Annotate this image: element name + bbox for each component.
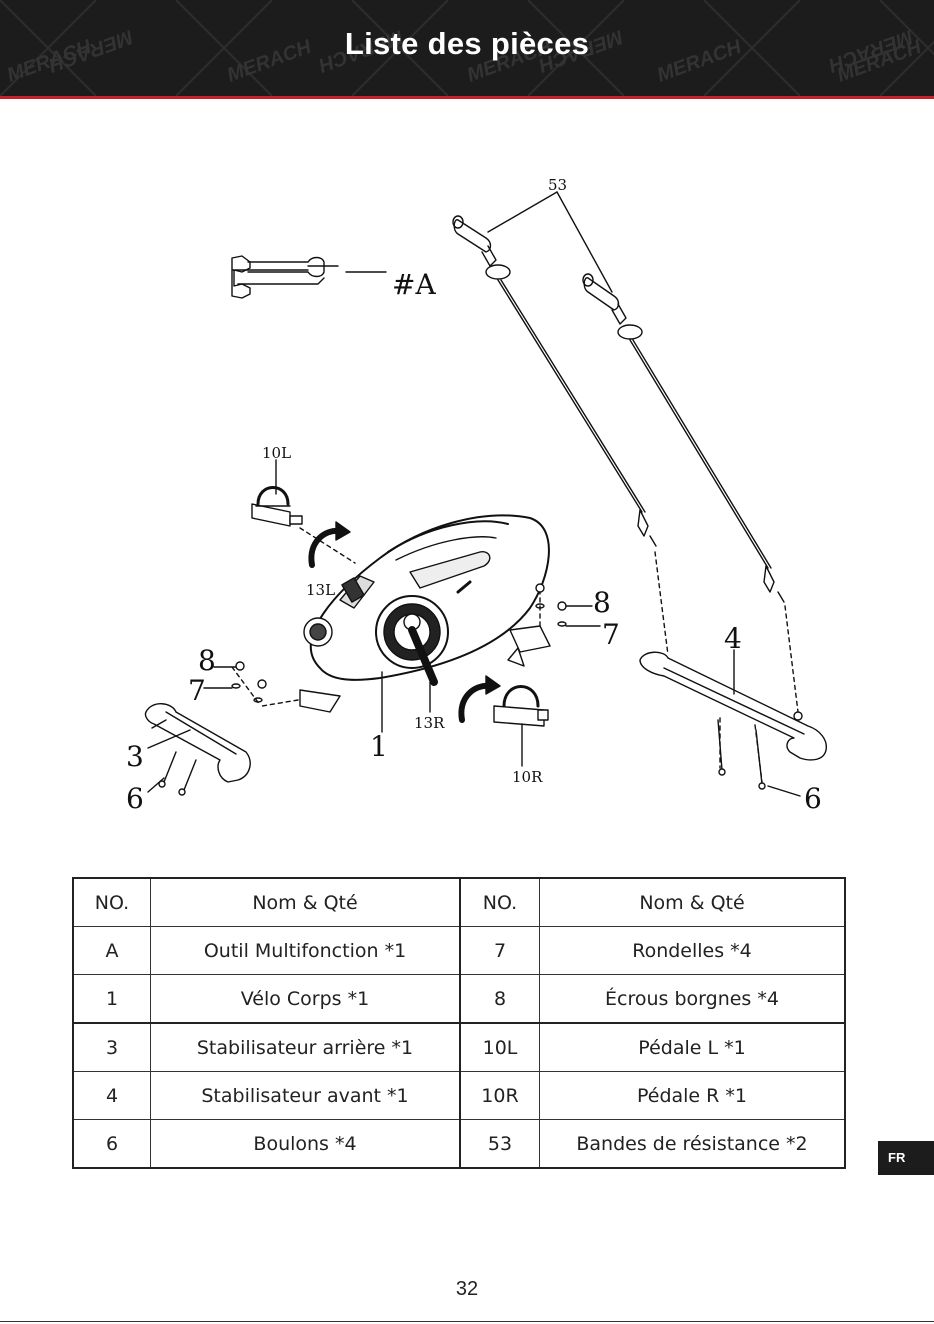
table-header-cell: Nom & Qté <box>539 877 846 927</box>
nuts-washers-left <box>231 661 267 703</box>
table-cell: 6 <box>72 1119 151 1169</box>
table-row: 4 Stabilisateur avant *1 10R Pédale R *1 <box>72 1071 846 1120</box>
rear-stabilizer <box>144 703 251 796</box>
table-cell: 53 <box>459 1119 540 1169</box>
label-bands: 53 <box>548 176 567 194</box>
table-cell: Boulons *4 <box>150 1119 461 1169</box>
table-header-cell: NO. <box>72 877 151 927</box>
parts-list-table: NO. Nom & Qté NO. Nom & Qté A Outil Mult… <box>72 877 846 1169</box>
table-row: 3 Stabilisateur arrière *1 10L Pédale L … <box>72 1022 846 1072</box>
table-cell: Bandes de résistance *2 <box>539 1119 846 1169</box>
table-header-cell: NO. <box>459 877 540 927</box>
table-cell: 3 <box>72 1022 151 1072</box>
exploded-parts-diagram: MERACH #A 53 10L 13L 13R 10R 1 3 6 7 8 8… <box>126 176 827 815</box>
table-cell: Stabilisateur avant *1 <box>150 1071 461 1120</box>
table-cell: 10L <box>459 1022 540 1072</box>
language-tab: FR <box>878 1141 934 1175</box>
label-crank-right: 13R <box>414 714 445 732</box>
nuts-washers-right <box>535 583 567 627</box>
table-row: A Outil Multifonction *1 7 Rondelles *4 <box>72 926 846 975</box>
table-cell: Stabilisateur arrière *1 <box>150 1022 461 1072</box>
label-tool: #A <box>392 268 436 301</box>
table-cell: 7 <box>459 926 540 975</box>
table-header-cell: Nom & Qté <box>150 877 461 927</box>
label-washers-right: 7 <box>602 618 620 651</box>
page-header: MERACH MERACH MERACH MERACH MERACH MERAC… <box>0 0 934 96</box>
table-cell: Pédale L *1 <box>539 1022 846 1072</box>
table-cell: Écrous borgnes *4 <box>539 974 846 1024</box>
front-stabilizer <box>639 651 827 790</box>
label-front-stabilizer: 4 <box>724 622 742 655</box>
label-pedal-left: 10L <box>262 444 291 462</box>
table-header-row: NO. Nom & Qté NO. Nom & Qté <box>72 877 846 927</box>
table-cell: Rondelles *4 <box>539 926 846 975</box>
resistance-band-left <box>452 215 657 547</box>
label-nuts-left: 8 <box>198 644 216 677</box>
footer-rule <box>0 1321 934 1322</box>
table-cell: Vélo Corps *1 <box>150 974 461 1024</box>
pedal-right <box>493 685 549 727</box>
bike-body <box>299 514 551 713</box>
table-cell: 10R <box>459 1071 540 1120</box>
page-title: Liste des pièces <box>344 26 590 61</box>
table-row: 6 Boulons *4 53 Bandes de résistance *2 <box>72 1119 846 1169</box>
table-cell: 8 <box>459 974 540 1024</box>
table-cell: 4 <box>72 1071 151 1120</box>
pedal-left <box>251 486 303 527</box>
label-nuts-right: 8 <box>593 586 611 619</box>
resistance-band-right <box>582 273 785 603</box>
table-cell: Outil Multifonction *1 <box>150 926 461 975</box>
page-number: 32 <box>455 1278 479 1300</box>
table-cell: A <box>72 926 151 975</box>
table-cell: Pédale R *1 <box>539 1071 846 1120</box>
label-body: 1 <box>370 730 388 763</box>
label-bolts-left: 6 <box>126 782 144 815</box>
multitool-wrench <box>231 255 339 299</box>
brand-pattern-background: MERACH MERACH MERACH MERACH MERACH MERAC… <box>0 0 934 96</box>
label-pedal-right: 10R <box>512 768 543 786</box>
label-crank-left: 13L <box>306 581 335 599</box>
label-bolts-right: 6 <box>804 782 822 815</box>
table-cell: 1 <box>72 974 151 1024</box>
label-rear-stabilizer: 3 <box>126 740 144 773</box>
label-washers-left: 7 <box>188 674 206 707</box>
header-accent-rule <box>0 96 934 99</box>
table-row: 1 Vélo Corps *1 8 Écrous borgnes *4 <box>72 974 846 1024</box>
